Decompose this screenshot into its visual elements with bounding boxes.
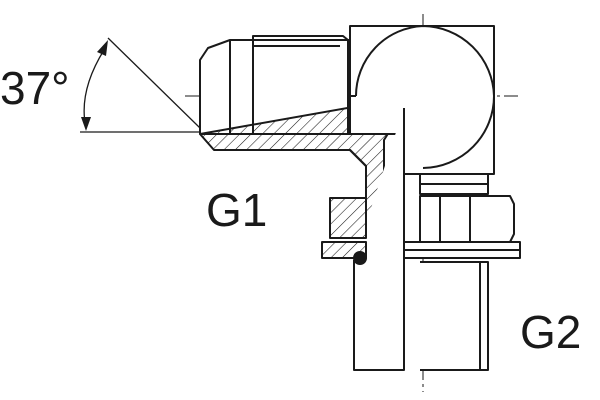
port2-label: G2 — [520, 306, 581, 358]
arc-arrow-top — [97, 40, 108, 56]
lock-nut — [329, 195, 515, 243]
port1-label: G1 — [206, 184, 267, 236]
angle-dimension — [80, 37, 201, 133]
stem-outline — [353, 108, 405, 371]
vertical-stem — [353, 108, 489, 371]
thread-section — [252, 35, 349, 135]
lower-thread — [420, 261, 489, 371]
elbow-head — [349, 25, 495, 175]
angle-label: 37° — [0, 62, 70, 114]
cone-extension-line — [107, 37, 201, 129]
nut-left-hatched — [329, 197, 367, 239]
arc-arrow-bottom — [81, 117, 91, 131]
washer — [321, 241, 521, 265]
angle-arc — [83, 49, 105, 129]
nut-right — [419, 195, 515, 243]
o-ring — [353, 251, 367, 265]
elbow-sphere — [354, 25, 495, 169]
